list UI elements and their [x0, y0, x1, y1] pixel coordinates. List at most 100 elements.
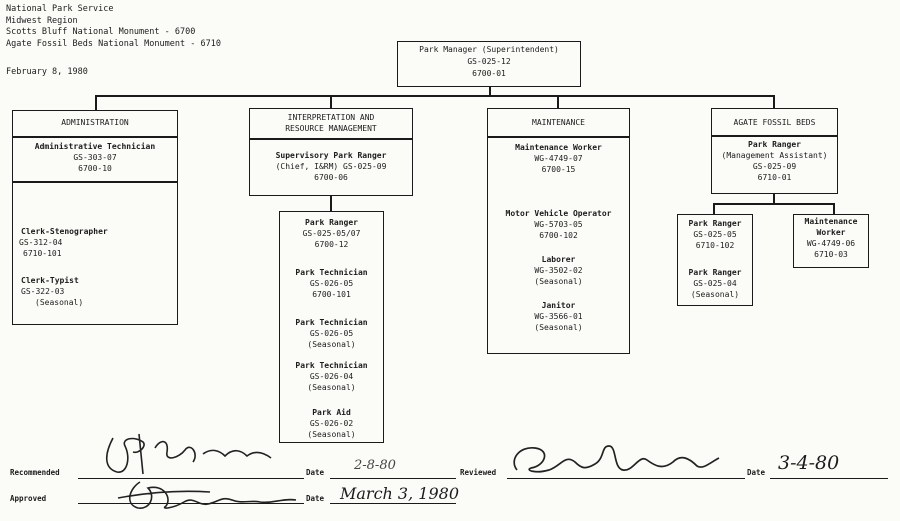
- maintenance-heading: MAINTENANCE: [532, 118, 585, 127]
- interp-p5-title: Park Aid: [312, 408, 351, 417]
- interp-p4-note: (Seasonal): [307, 383, 356, 392]
- interp-p5-note: (Seasonal): [307, 430, 356, 439]
- interp-p1-grade: GS-025-05/07: [302, 229, 361, 238]
- agate-left-p1-code: 6710-102: [695, 241, 735, 250]
- maint-p3-title: Laborer: [541, 255, 576, 264]
- maint-p2-grade: WG-5703-05: [534, 220, 583, 229]
- interp-lead-title-1: Supervisory Park Ranger: [275, 151, 387, 160]
- maint-p3-note: (Seasonal): [534, 277, 583, 286]
- admin-clerk2-grade: GS-322-03: [21, 287, 65, 296]
- interp-p3-grade: GS-026-05: [309, 329, 354, 338]
- connector-horizontal: [95, 95, 774, 97]
- reviewed-date-value: 3-4-80: [778, 452, 840, 474]
- admin-lead-code: 6700-10: [78, 164, 112, 173]
- maintenance-box: MAINTENANCE Maintenance Worker WG-4749-0…: [487, 108, 630, 354]
- connector-agate-left: [713, 203, 715, 215]
- admin-clerk1-grade: GS-312-04: [19, 238, 63, 247]
- agate-left-p2-title: Park Ranger: [688, 268, 742, 277]
- interp-p2-grade: GS-026-05: [309, 279, 354, 288]
- agate-left-p1-grade: GS-025-05: [693, 230, 737, 239]
- approved-date-label: Date: [306, 494, 325, 503]
- park-manager-code: 6700-01: [472, 69, 506, 78]
- document-date: February 8, 1980: [6, 67, 88, 77]
- recommended-date-value: 2-8-80: [354, 458, 396, 473]
- agate-heading: AGATE FOSSIL BEDS: [733, 118, 816, 127]
- interp-p1-code: 6700-12: [314, 240, 349, 249]
- maint-p4-title: Janitor: [541, 301, 576, 310]
- header-monument-1: Scotts Bluff National Monument - 6700: [6, 27, 196, 37]
- interp-p2-code: 6700-101: [312, 290, 351, 299]
- agate-left-p2-grade: GS-025-04: [693, 279, 737, 288]
- agate-lead-code: 6710-01: [757, 173, 792, 182]
- approved-signature: [117, 481, 297, 509]
- interp-p4-title: Park Technician: [295, 361, 368, 370]
- admin-clerk2-title: Clerk-Typist: [21, 276, 79, 285]
- maint-p4-note: (Seasonal): [534, 323, 583, 332]
- maint-p1-code: 6700-15: [541, 165, 576, 174]
- header-agency: National Park Service: [6, 4, 114, 14]
- connector-agate-horizontal: [713, 203, 834, 205]
- connector-interp: [330, 95, 332, 109]
- interp-p1-title: Park Ranger: [305, 218, 358, 227]
- agate-lead-grade: GS-025-09: [752, 162, 797, 171]
- approved-date-line: [330, 503, 456, 504]
- interp-heading-2: RESOURCE MANAGEMENT: [285, 124, 377, 133]
- admin-lead-grade: GS-303-07: [73, 153, 117, 162]
- maint-p1-title: Maintenance Worker: [515, 143, 602, 152]
- administration-divider-2: [13, 181, 177, 183]
- agate-lead-title-1: Park Ranger: [748, 140, 801, 149]
- recommended-line: [78, 478, 304, 479]
- interp-p3-note: (Seasonal): [307, 340, 356, 349]
- admin-clerk1-title: Clerk-Stenographer: [21, 227, 108, 236]
- admin-clerk2-note: (Seasonal): [35, 298, 84, 307]
- connector-agate-down: [773, 193, 775, 204]
- maint-p2-code: 6700-102: [539, 231, 578, 240]
- agate-left-p1-title: Park Ranger: [688, 219, 742, 228]
- interp-lead-title-2: (Chief, I&RM) GS-025-09: [275, 162, 387, 171]
- maintenance-divider: [488, 136, 629, 138]
- reviewed-date-line: [770, 478, 888, 479]
- maint-p4-grade: WG-3566-01: [534, 312, 583, 321]
- connector-agate: [773, 95, 775, 109]
- park-manager-title: Park Manager (Superintendent): [419, 45, 559, 54]
- interp-lead-code: 6700-06: [314, 173, 348, 182]
- agate-box: AGATE FOSSIL BEDS Park Ranger (Managemen…: [711, 108, 838, 194]
- agate-left-box: Park Ranger GS-025-05 6710-102 Park Rang…: [677, 214, 753, 306]
- approved-date-value: March 3, 1980: [340, 484, 459, 503]
- agate-lead-title-2: (Management Assistant): [721, 151, 828, 160]
- interp-p5-grade: GS-026-02: [309, 419, 354, 428]
- agate-right-code: 6710-03: [814, 250, 848, 259]
- interpretation-staff-box: Park Ranger GS-025-05/07 6700-12 Park Te…: [279, 211, 384, 443]
- administration-box: ADMINISTRATION Administrative Technician…: [12, 110, 178, 325]
- header-region: Midwest Region: [6, 15, 78, 26]
- reviewed-date-label: Date: [747, 468, 766, 477]
- maint-p1-grade: WG-4749-07: [534, 154, 583, 163]
- agate-right-box: Maintenance Worker WG-4749-06 6710-03: [793, 214, 869, 268]
- agate-right-title-1: Maintenance: [804, 217, 858, 226]
- reviewed-line: [507, 478, 745, 479]
- reviewed-label: Reviewed: [460, 468, 497, 477]
- admin-lead-title: Administrative Technician: [34, 142, 156, 151]
- agate-right-grade: WG-4749-06: [806, 239, 856, 248]
- interp-heading-1: INTERPRETATION AND: [287, 113, 375, 122]
- interp-p2-title: Park Technician: [295, 268, 368, 277]
- maint-p2-title: Motor Vehicle Operator: [505, 209, 612, 218]
- recommended-signature: [105, 433, 272, 475]
- park-manager-box: Park Manager (Superintendent) GS-025-12 …: [397, 41, 581, 87]
- recommended-label: Recommended: [10, 468, 60, 477]
- maint-p3-grade: WG-3502-02: [534, 266, 583, 275]
- admin-clerk1-code: 6710-101: [23, 249, 62, 258]
- agate-right-title-2: Worker: [816, 228, 846, 237]
- interpretation-box: INTERPRETATION AND RESOURCE MANAGEMENT S…: [249, 108, 413, 196]
- connector-interp-staff: [330, 195, 332, 212]
- approved-label: Approved: [10, 494, 47, 503]
- connector-top: [489, 86, 491, 96]
- connector-maint: [557, 95, 559, 109]
- connector-admin: [95, 95, 97, 111]
- recommended-date-line: [330, 478, 456, 479]
- agate-left-p2-note: (Seasonal): [690, 290, 740, 299]
- agate-divider: [712, 135, 837, 137]
- interp-p3-title: Park Technician: [295, 318, 368, 327]
- approved-line: [78, 503, 304, 504]
